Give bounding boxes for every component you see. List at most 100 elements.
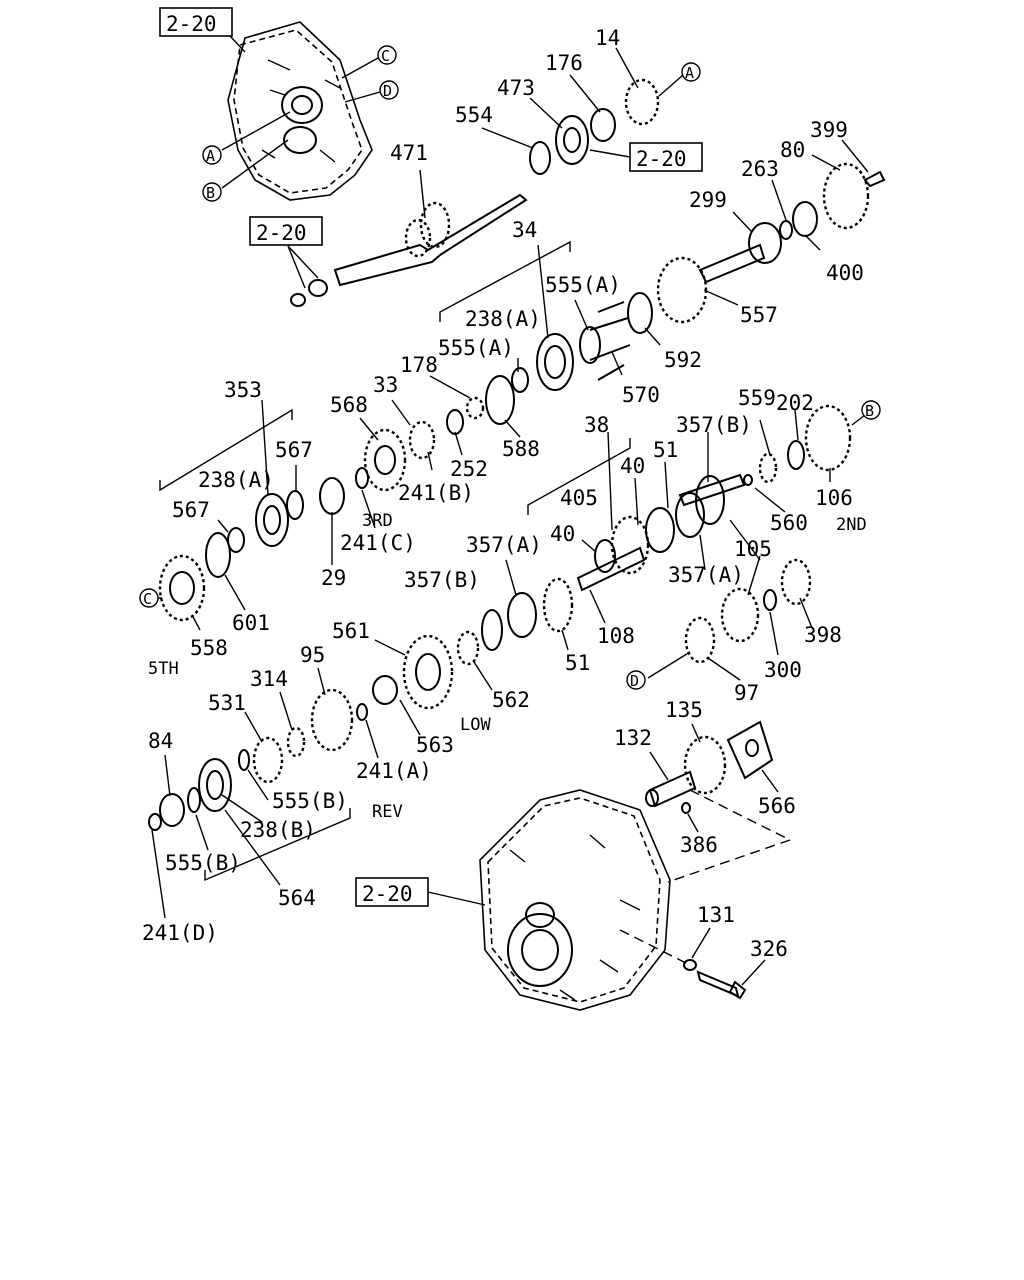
- counter-shaft-upper: [627, 162, 886, 334]
- label-300: 300: [764, 658, 802, 682]
- label-561: 561: [332, 619, 370, 643]
- svg-text:D: D: [630, 672, 639, 690]
- marker-a-housing: A: [202, 145, 222, 165]
- label-rev: REV: [372, 802, 403, 822]
- label-357b-2: 357(B): [404, 568, 480, 592]
- label-5th: 5TH: [148, 659, 179, 679]
- label-97: 97: [734, 681, 759, 705]
- label-562: 562: [492, 688, 530, 712]
- label-568: 568: [330, 393, 368, 417]
- label-357b-1: 357(B): [676, 413, 752, 437]
- label-563: 563: [416, 733, 454, 757]
- label-40-1: 40: [620, 454, 645, 478]
- svg-text:A: A: [206, 147, 215, 165]
- svg-text:2-20: 2-20: [166, 12, 217, 36]
- label-566: 566: [758, 794, 796, 818]
- ref-box-main-shaft: 2-20: [249, 216, 323, 246]
- label-559: 559: [738, 386, 776, 410]
- label-84: 84: [148, 729, 173, 753]
- label-178: 178: [400, 353, 438, 377]
- label-241b: 241(B): [398, 481, 474, 505]
- label-405: 405: [560, 486, 598, 510]
- label-399: 399: [810, 118, 848, 142]
- label-570: 570: [622, 383, 660, 407]
- label-564: 564: [278, 886, 316, 910]
- label-557: 557: [740, 303, 778, 327]
- label-252: 252: [450, 457, 488, 481]
- label-560: 560: [770, 511, 808, 535]
- low-gear-group: [252, 630, 480, 784]
- svg-text:C: C: [381, 47, 390, 65]
- marker-a-bearing: A: [681, 62, 701, 82]
- label-202: 202: [776, 391, 814, 415]
- label-555a-2: 555(A): [438, 336, 514, 360]
- label-357a-2: 357(A): [668, 563, 744, 587]
- label-95: 95: [300, 643, 325, 667]
- label-601: 601: [232, 611, 270, 635]
- svg-text:B: B: [206, 184, 215, 202]
- label-33: 33: [373, 373, 398, 397]
- label-29: 29: [321, 566, 346, 590]
- marker-c-gear: C: [139, 588, 159, 608]
- svg-text:C: C: [143, 590, 152, 608]
- label-555b-1: 555(B): [272, 789, 348, 813]
- label-326: 326: [750, 937, 788, 961]
- label-386: 386: [680, 833, 718, 857]
- label-34: 34: [512, 218, 537, 242]
- reverse-synchro-group: [148, 749, 250, 831]
- label-241d: 241(D): [142, 921, 218, 945]
- ref-box-input-shaft: 2-20: [629, 142, 703, 172]
- label-471: 471: [390, 141, 428, 165]
- label-2nd: 2ND: [836, 515, 867, 535]
- main-shaft: [290, 193, 528, 307]
- label-176: 176: [545, 51, 583, 75]
- label-555a-1: 555(A): [545, 273, 621, 297]
- label-238a-2: 238(A): [198, 468, 274, 492]
- svg-text:B: B: [865, 402, 874, 420]
- marker-c-housing: C: [377, 45, 397, 65]
- label-108: 108: [597, 624, 635, 648]
- label-554: 554: [455, 103, 493, 127]
- svg-text:A: A: [685, 64, 694, 82]
- label-241a: 241(A): [356, 759, 432, 783]
- label-80: 80: [780, 138, 805, 162]
- label-low: LOW: [460, 715, 491, 735]
- label-14: 14: [595, 26, 620, 50]
- svg-text:D: D: [383, 82, 392, 100]
- transmission-case: [479, 789, 747, 1011]
- label-398: 398: [804, 623, 842, 647]
- svg-text:2-20: 2-20: [256, 221, 307, 245]
- reverse-shift-group: [645, 720, 774, 814]
- marker-d-housing: D: [379, 80, 399, 100]
- label-241c: 241(C): [340, 531, 416, 555]
- label-353: 353: [224, 378, 262, 402]
- label-314: 314: [250, 667, 288, 691]
- svg-text:2-20: 2-20: [362, 882, 413, 906]
- label-3rd: 3RD: [362, 511, 393, 531]
- synchro-34-group: [485, 301, 631, 425]
- input-bearing-stack: [529, 78, 660, 175]
- ref-box-top-left: 2-20: [159, 7, 233, 37]
- label-357a-1: 357(A): [466, 533, 542, 557]
- label-238b: 238(B): [240, 818, 316, 842]
- marker-b-gear: B: [861, 400, 881, 420]
- label-131: 131: [697, 903, 735, 927]
- label-105: 105: [734, 537, 772, 561]
- marker-d-gear: D: [626, 670, 646, 690]
- label-400: 400: [826, 261, 864, 285]
- label-558: 558: [190, 636, 228, 660]
- label-567-2: 567: [172, 498, 210, 522]
- label-106: 106: [815, 486, 853, 510]
- reverse-idler-group: [684, 558, 812, 664]
- label-592: 592: [664, 348, 702, 372]
- label-531: 531: [208, 691, 246, 715]
- label-263: 263: [741, 157, 779, 181]
- label-238a-1: 238(A): [465, 307, 541, 331]
- label-567-1: 567: [275, 438, 313, 462]
- svg-text:2-20: 2-20: [636, 147, 687, 171]
- label-40-2: 40: [550, 522, 575, 546]
- label-135: 135: [665, 698, 703, 722]
- label-299: 299: [689, 188, 727, 212]
- front-housing: [227, 21, 373, 201]
